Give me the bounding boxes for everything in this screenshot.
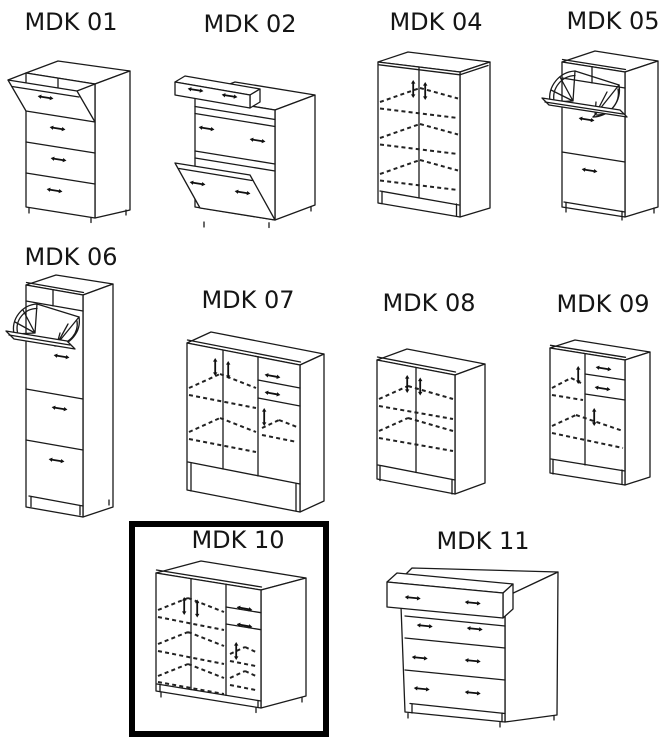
item-label: MDK 01 bbox=[24, 8, 118, 36]
item-label: MDK 08 bbox=[382, 289, 476, 317]
item-label: MDK 09 bbox=[556, 290, 650, 318]
catalog-item-mdk-09[interactable]: MDK 09 bbox=[543, 290, 662, 514]
item-label: MDK 05 bbox=[566, 7, 660, 35]
mdk-08-drawing bbox=[376, 348, 486, 495]
catalog-item-mdk-06[interactable]: MDK 06 bbox=[4, 243, 136, 520]
item-label: MDK 07 bbox=[201, 286, 295, 314]
catalog-item-mdk-04[interactable]: MDK 04 bbox=[370, 8, 505, 232]
mdk-06-drawing bbox=[5, 274, 114, 518]
mdk-02-drawing bbox=[174, 75, 316, 229]
item-label: MDK 02 bbox=[203, 10, 297, 38]
item-label: MDK 10 bbox=[191, 526, 285, 554]
mdk-01-drawing bbox=[7, 60, 131, 224]
mdk-11-drawing bbox=[386, 567, 559, 728]
catalog-item-mdk-08[interactable]: MDK 08 bbox=[366, 289, 494, 505]
catalog-item-mdk-02[interactable]: MDK 02 bbox=[172, 10, 324, 230]
item-label: MDK 06 bbox=[24, 243, 118, 271]
catalog-item-mdk-05[interactable]: MDK 05 bbox=[540, 7, 664, 236]
mdk-09-drawing bbox=[549, 339, 651, 486]
catalog-item-mdk-07[interactable]: MDK 07 bbox=[176, 286, 332, 514]
mdk-05-drawing bbox=[541, 50, 659, 221]
catalog-item-mdk-01[interactable]: MDK 01 bbox=[6, 8, 136, 238]
mdk-04-drawing bbox=[377, 51, 491, 218]
item-label: MDK 04 bbox=[389, 8, 483, 36]
item-label: MDK 11 bbox=[436, 527, 530, 555]
mdk-10-drawing bbox=[155, 560, 307, 714]
catalog-item-mdk-10[interactable]: MDK 10 bbox=[135, 527, 323, 731]
catalog-item-mdk-11[interactable]: MDK 11 bbox=[372, 526, 586, 730]
mdk-07-drawing bbox=[186, 331, 325, 513]
selected-item-highlight-box: MDK 10 bbox=[129, 521, 329, 737]
